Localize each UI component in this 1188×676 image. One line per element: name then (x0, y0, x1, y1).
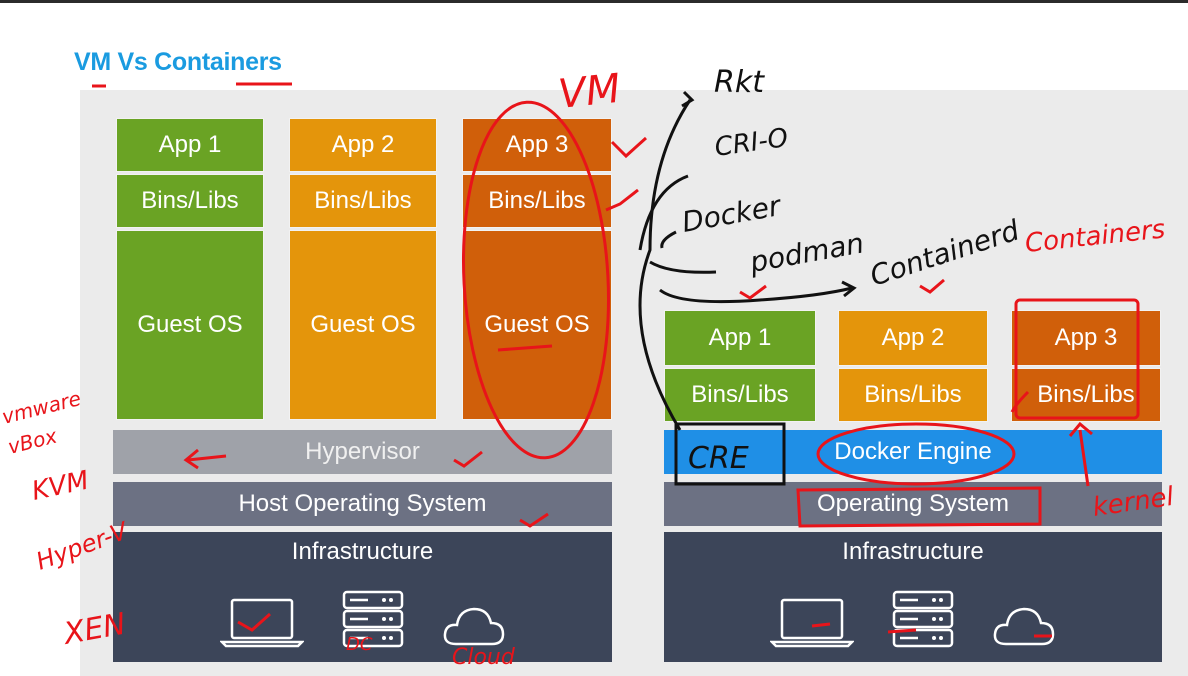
ct-infrastructure-layer: Infrastructure (664, 532, 1162, 662)
vm-libs-3: Bins/Libs (462, 174, 612, 228)
server-icon (342, 590, 403, 648)
container-os-layer: Operating System (664, 482, 1162, 526)
vm-libs-1: Bins/Libs (116, 174, 264, 228)
laptop-icon (219, 598, 304, 648)
hw-vbox: vBox (5, 424, 59, 459)
ct-libs-2: Bins/Libs (838, 368, 988, 422)
vm-app-1: App 1 (116, 118, 264, 172)
ct-libs-1: Bins/Libs (664, 368, 816, 422)
ct-app-2: App 2 (838, 310, 988, 366)
ct-libs-3: Bins/Libs (1011, 368, 1161, 422)
docker-engine-layer: Docker Engine (664, 430, 1162, 474)
cloud-icon (993, 607, 1055, 646)
vm-guest-os-3: Guest OS (462, 230, 612, 420)
vm-guest-os-2: Guest OS (289, 230, 437, 420)
vm-infrastructure-label: Infrastructure (291, 538, 434, 565)
page-title: VM Vs Containers (74, 48, 282, 76)
ct-app-1: App 1 (664, 310, 816, 366)
ct-app-3: App 3 (1011, 310, 1161, 366)
vm-app-2: App 2 (289, 118, 437, 172)
server-icon (892, 590, 954, 648)
host-os-layer: Host Operating System (113, 482, 612, 526)
cloud-icon (443, 607, 504, 646)
vm-libs-2: Bins/Libs (289, 174, 437, 228)
laptop-icon (770, 598, 854, 648)
top-border (0, 0, 1188, 3)
hw-vmware: vmware (0, 386, 83, 429)
vm-guest-os-1: Guest OS (116, 230, 264, 420)
vm-infrastructure-layer: Infrastructure (113, 532, 612, 662)
vm-app-3: App 3 (462, 118, 612, 172)
hypervisor-layer: Hypervisor (113, 430, 612, 474)
ct-infrastructure-label: Infrastructure (842, 538, 984, 565)
